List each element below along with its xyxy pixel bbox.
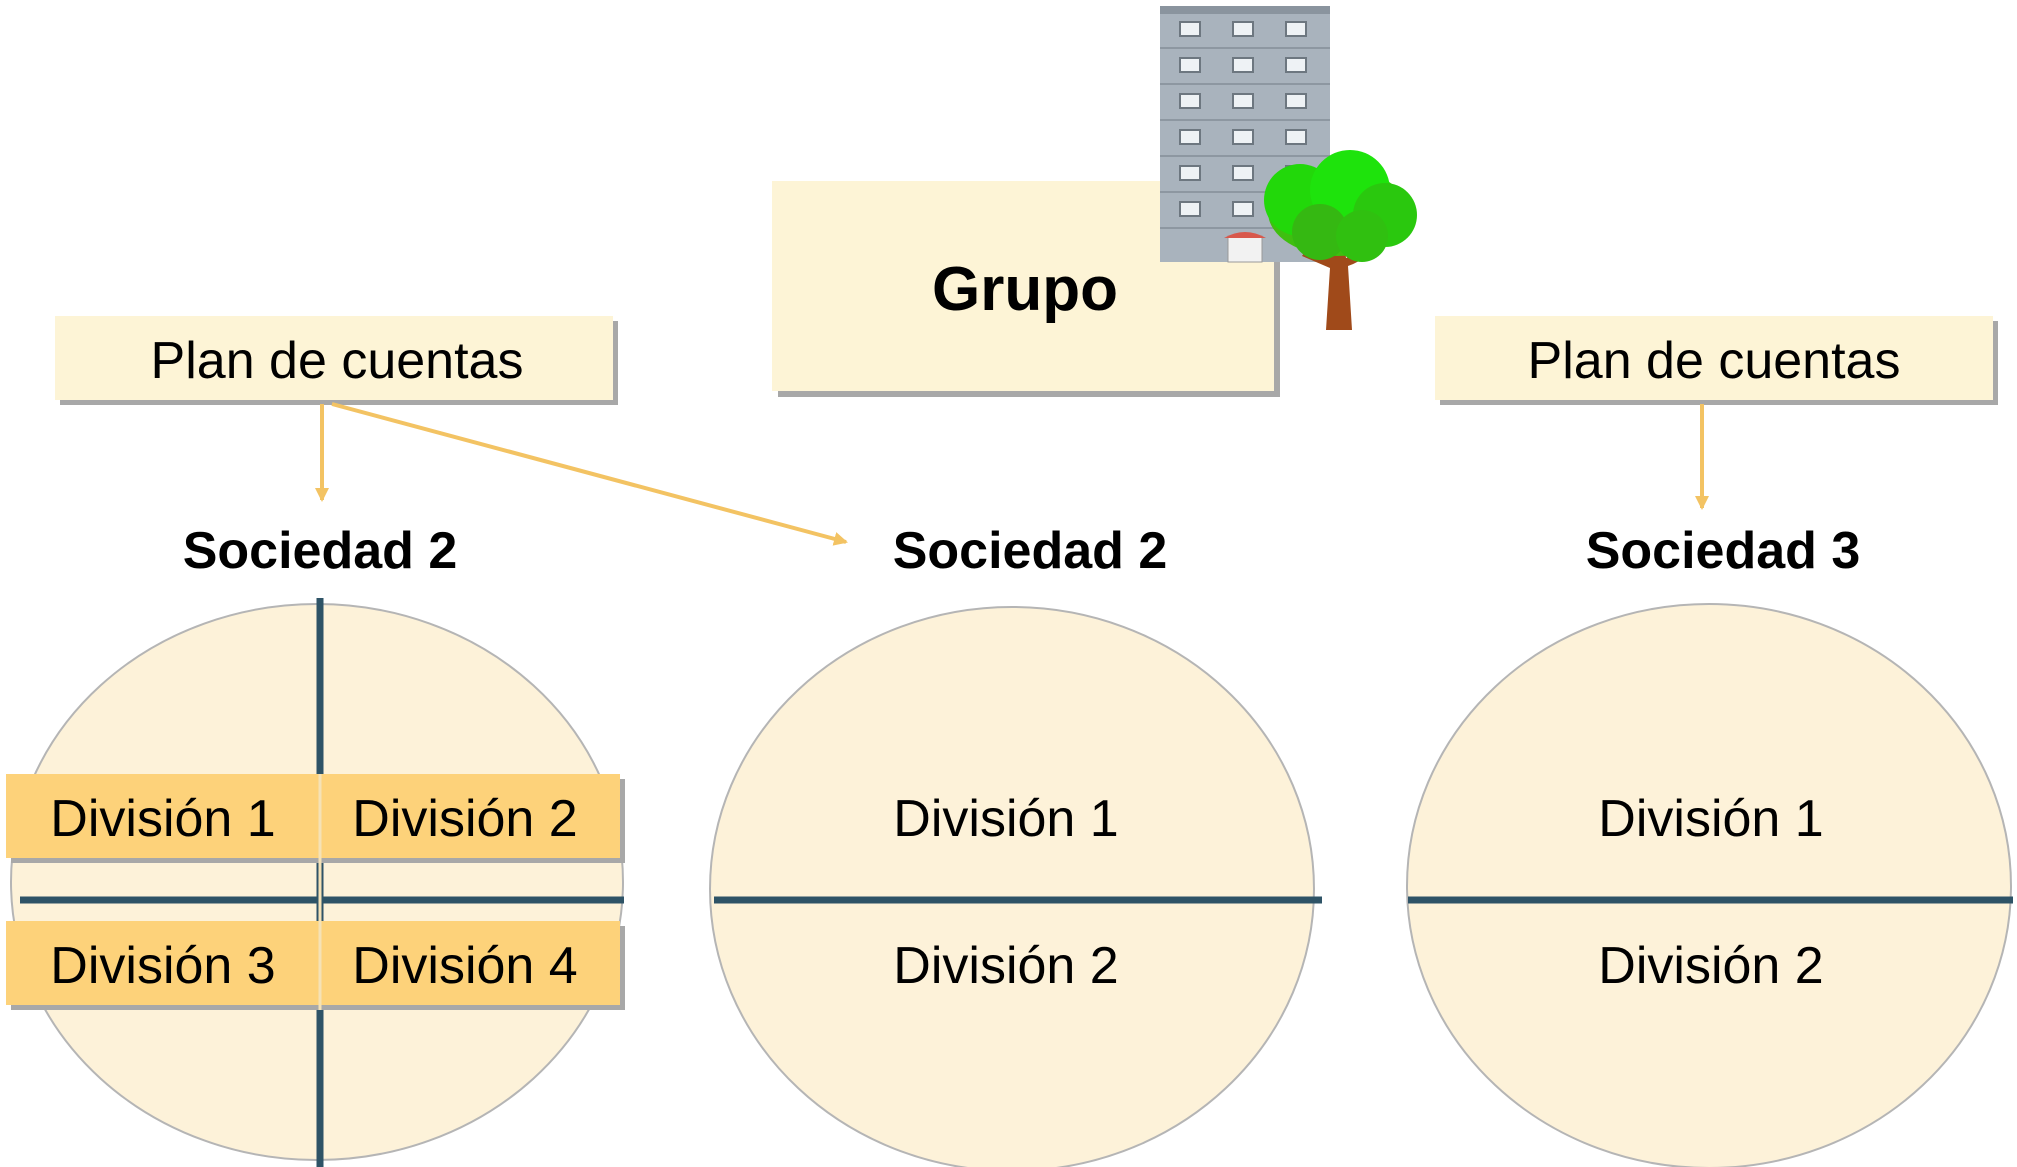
- company-circle-right: División 1 División 2: [1406, 603, 2013, 1167]
- division-label: División 1: [893, 790, 1118, 848]
- company-title: Sociedad 3: [1586, 522, 1861, 580]
- arrow-to-company-2-center: [331, 402, 848, 546]
- chart-of-accounts-label: Plan de cuentas: [151, 332, 524, 390]
- company-circle-left: División 1 División 2 División 3 Divisió…: [6, 598, 625, 1167]
- division-cell: División 2: [306, 774, 625, 863]
- division-cell: División 3: [6, 921, 311, 1010]
- division-label: División 2: [893, 937, 1118, 995]
- chart-of-accounts-label: Plan de cuentas: [1528, 332, 1901, 390]
- division-label: División 2: [352, 790, 577, 848]
- group-label: Grupo: [932, 255, 1118, 324]
- chart-of-accounts-box-right: Plan de cuentas: [1435, 316, 1998, 405]
- division-cell: División 4: [306, 921, 625, 1010]
- division-label: División 1: [50, 790, 275, 848]
- division-label: División 1: [1598, 790, 1823, 848]
- arrows: [315, 402, 1709, 546]
- chart-of-accounts-box-left: Plan de cuentas: [55, 316, 618, 405]
- division-label: División 4: [352, 937, 577, 995]
- company-title: Sociedad 2: [183, 522, 458, 580]
- company-title: Sociedad 2: [893, 522, 1168, 580]
- division-label: División 2: [1598, 937, 1823, 995]
- division-label: División 3: [50, 937, 275, 995]
- division-cell: División 1: [6, 774, 311, 863]
- company-circle-center: División 1 División 2: [709, 606, 1322, 1167]
- tree-icon: [1264, 150, 1417, 330]
